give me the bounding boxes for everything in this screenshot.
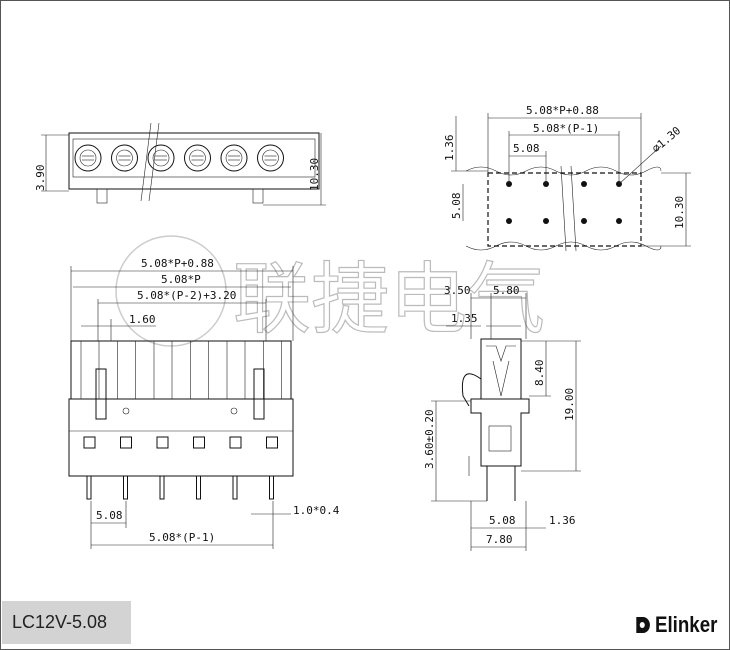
dim-pcb-offset: 1.36 — [443, 135, 456, 162]
dim-side-7-80: 7.80 — [486, 533, 513, 546]
pcb-hole — [543, 218, 549, 224]
pin — [269, 475, 274, 500]
pin — [123, 475, 128, 500]
pcb-layout: 5.08*P+0.88 5.08*(P-1) 5.08 1.36 5.08 10… — [443, 104, 691, 252]
dim-front-body: 5.08*P — [161, 273, 201, 286]
pcb-hole — [506, 218, 512, 224]
brand-logo: Elinker — [634, 612, 717, 638]
dim-front-pin: 1.0*0.4 — [293, 504, 340, 517]
dim-3-90: 3.90 — [34, 165, 47, 192]
wire-entry — [266, 436, 278, 449]
dim-side-5-80: 5.80 — [493, 284, 520, 297]
dim-front-pitch: 5.08 — [96, 509, 123, 522]
wire-entry — [193, 436, 205, 449]
screw-head — [116, 149, 133, 167]
screw-head — [225, 149, 243, 167]
dim-side-19-00: 19.00 — [563, 388, 576, 421]
dim-side-5-08: 5.08 — [489, 514, 516, 527]
logo-icon — [635, 617, 650, 633]
dim-pcb-pitch: 5.08 — [513, 142, 540, 155]
front-view: 5.08*P+0.88 5.08*P 5.08*(P-2)+3.20 1.60 … — [68, 257, 340, 549]
screw-outline — [184, 144, 211, 172]
pin — [86, 475, 92, 500]
wire-entry — [83, 436, 96, 449]
top-view: 3.90 10.30 — [34, 122, 326, 206]
screw-head — [189, 149, 206, 167]
dim-hole: ⌀1.30 — [650, 124, 684, 155]
pcb-hole — [581, 218, 587, 224]
pin — [159, 475, 165, 500]
screw-outline — [220, 144, 248, 172]
dim-pcb-height: 10.30 — [673, 196, 686, 229]
dim-10-30: 10.30 — [308, 158, 321, 191]
watermark: 联捷电气 — [115, 235, 546, 347]
screw-outline — [74, 144, 102, 172]
dim-pcb-overall: 5.08*P+0.88 — [526, 104, 599, 117]
pcb-hole — [616, 218, 622, 224]
pcb-hole — [581, 181, 587, 187]
screw-head — [79, 149, 97, 167]
dim-front-overall: 5.08*P+0.88 — [141, 257, 214, 270]
brand-name: Elinker — [654, 612, 717, 637]
dim-pcb-row: 5.08 — [450, 193, 463, 220]
dim-front-pin-span: 5.08*(P-1) — [149, 531, 215, 544]
dim-front-edge: 1.60 — [129, 313, 156, 326]
screw-head — [262, 149, 279, 167]
dim-front-inner: 5.08*(P-2)+3.20 — [137, 289, 236, 302]
screw-outline — [147, 144, 175, 172]
dim-side-3-50: 3.50 — [444, 284, 471, 297]
part-number-label: LC12V-5.08 — [2, 601, 131, 644]
screw-outline — [257, 144, 284, 172]
wire-entry — [120, 436, 132, 449]
pin — [232, 475, 238, 500]
watermark-text: 联捷电气 — [233, 255, 545, 345]
side-view: 3.50 5.80 1.35 8.40 19.00 3.60±0.20 5.08… — [423, 284, 581, 551]
dim-side-3-60: 3.60±0.20 — [423, 409, 436, 469]
dim-side-1-36: 1.36 — [549, 514, 576, 527]
wire-entry — [156, 436, 169, 449]
screw-head — [152, 149, 170, 167]
screw-outline — [111, 144, 138, 172]
wire-entry — [229, 436, 242, 449]
pin — [196, 475, 201, 500]
dim-side-8-40: 8.40 — [533, 360, 546, 387]
dim-pcb-span: 5.08*(P-1) — [533, 122, 599, 135]
dim-side-1-35: 1.35 — [451, 312, 478, 325]
